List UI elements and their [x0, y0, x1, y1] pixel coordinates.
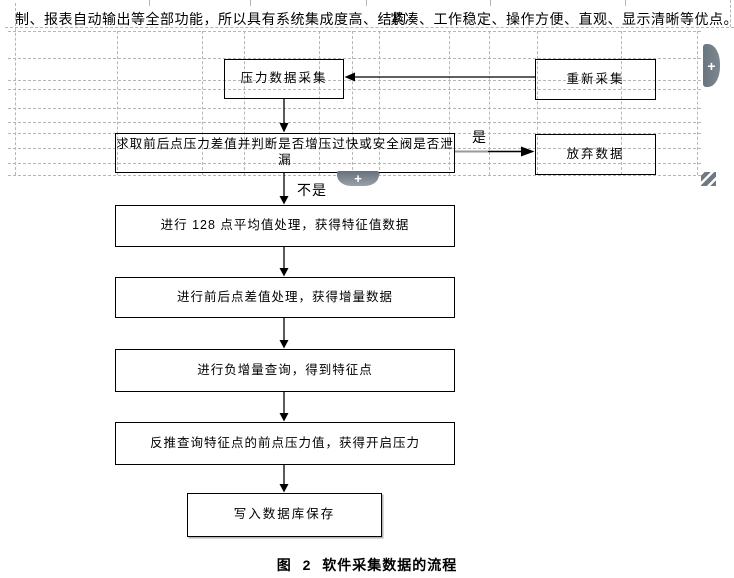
flow-box-backtrack[interactable]: 反推查询特征点的前点压力值，获得开启压力	[115, 422, 455, 465]
flow-box-recollect[interactable]: 重新采集	[535, 59, 656, 100]
flow-box-avg128[interactable]: 进行 128 点平均值处理，获得特征值数据	[115, 205, 455, 247]
table-gridline	[202, 31, 203, 175]
body-text-right-column: 紧凑、工作稳定、操作方便、直观、显示清晰等优点。	[390, 11, 734, 27]
flow-box-collect[interactable]: 压力数据采集	[224, 59, 344, 99]
plus-icon: +	[707, 57, 716, 74]
flow-box-label: 进行 128 点平均值处理，获得特征值数据	[160, 218, 410, 233]
arrowhead-down-icon	[279, 484, 289, 493]
table-gridline	[621, 31, 622, 175]
flow-box-label: 写入数据库保存	[233, 507, 336, 522]
flow-box-label: 放弃数据	[566, 146, 625, 161]
flow-box-label: 进行负增量查询，得到特征点	[197, 362, 373, 377]
table-gridline	[490, 0, 491, 6]
plus-icon: +	[354, 171, 362, 186]
arrowhead-down-icon	[279, 413, 289, 422]
table-gridline	[8, 122, 701, 123]
table-gridline	[625, 0, 626, 6]
arrowhead-down-icon	[279, 268, 289, 277]
flow-box-discard[interactable]: 放弃数据	[535, 134, 656, 175]
table-gridline	[8, 31, 701, 32]
edge-label-yes: 是	[472, 129, 487, 145]
table-gridline	[244, 31, 245, 175]
table-gridline	[15, 3, 16, 175]
table-gridline	[8, 58, 701, 59]
figure-caption: 图 2 软件采集数据的流程	[276, 557, 458, 573]
table-gridline	[449, 31, 450, 175]
table-insert-column-button[interactable]: +	[703, 44, 720, 87]
flow-box-label: 反推查询特征点的前点压力值，获得开启压力	[149, 435, 420, 450]
table-gridline	[366, 0, 367, 6]
table-gridline	[250, 0, 251, 6]
edge-label-no: 不是	[297, 182, 327, 198]
flow-box-label: 进行前后点差值处理，获得增量数据	[176, 289, 393, 304]
arrowhead-left-icon	[344, 72, 355, 82]
arrowhead-down-icon	[279, 340, 289, 349]
table-gridline	[697, 31, 698, 175]
flow-box-save[interactable]: 写入数据库保存	[187, 493, 382, 537]
table-gridline	[379, 31, 380, 175]
table-gridline	[8, 108, 701, 109]
resize-grip-icon[interactable]	[701, 172, 716, 186]
flow-box-negquery[interactable]: 进行负增量查询，得到特征点	[115, 349, 455, 392]
flow-box-label: 求取前后点压力差值并判断是否增压过快或安全阀是否泄漏	[116, 137, 454, 167]
table-gridline	[537, 31, 538, 175]
table-insert-row-button[interactable]: +	[337, 171, 379, 186]
table-gridline	[8, 148, 701, 149]
table-gridline	[489, 31, 490, 175]
flow-box-judge[interactable]: 求取前后点压力差值并判断是否增压过快或安全阀是否泄漏	[115, 133, 455, 173]
flow-box-label: 重新采集	[566, 71, 625, 86]
arrowhead-down-icon	[279, 123, 289, 133]
flow-box-label: 压力数据采集	[240, 71, 328, 86]
table-gridline	[352, 31, 353, 175]
table-gridline	[5, 27, 734, 28]
table-gridline	[319, 31, 320, 175]
table-gridline	[149, 0, 150, 6]
body-text-left-column: 制、报表自动输出等全部功能，所以具有系统集成度高、结构	[15, 11, 407, 27]
arrowhead-right-icon	[521, 146, 535, 157]
table-gridline	[8, 89, 701, 90]
arrowhead-down-icon	[279, 196, 289, 205]
table-gridline	[8, 163, 701, 164]
flow-box-diff[interactable]: 进行前后点差值处理，获得增量数据	[115, 277, 455, 318]
table-gridline	[730, 0, 731, 27]
table-gridline	[117, 31, 118, 175]
